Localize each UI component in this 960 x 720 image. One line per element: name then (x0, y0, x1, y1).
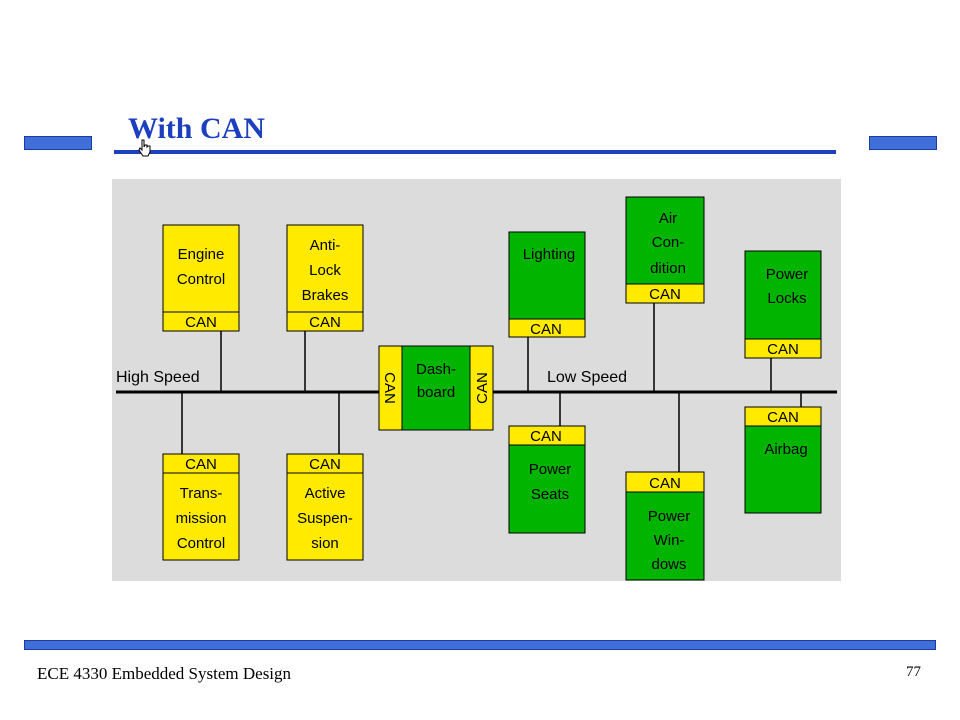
dashboard-node (378, 345, 494, 431)
active-suspension-label-2: Suspen- (297, 510, 353, 527)
airbag-node (744, 406, 822, 514)
dashboard-low-speed-can-label: CAN (474, 372, 491, 404)
can-bus-diagram: High Speed Low Speed Engine Control CAN … (112, 179, 841, 581)
transmission-control-label-2: mission (176, 510, 227, 527)
power-locks-label-2: Locks (767, 290, 806, 307)
left-accent-bar (24, 136, 92, 150)
transmission-control-can-label: CAN (185, 456, 217, 473)
footer-rule (24, 640, 936, 650)
power-windows-node (625, 471, 705, 581)
slide-title: With CAN (128, 112, 265, 145)
dashboard-high-speed-can-label: CAN (381, 372, 398, 404)
anti-lock-brakes-can-label: CAN (309, 314, 341, 331)
page-number: 77 (906, 664, 921, 680)
anti-lock-brakes-label-1: Anti- (310, 237, 341, 254)
transmission-control-node (162, 453, 240, 561)
anti-lock-brakes-node (286, 224, 364, 332)
air-condition-label-1: Air (659, 210, 677, 227)
active-suspension-label-3: sion (311, 535, 339, 552)
air-condition-node (625, 196, 705, 304)
power-locks-label-1: Power (766, 266, 809, 283)
power-locks-can-label: CAN (767, 341, 799, 358)
lighting-node (508, 231, 586, 338)
power-seats-label-2: Seats (531, 486, 569, 503)
engine-control-label-1: Engine (178, 246, 225, 263)
anti-lock-brakes-label-3: Brakes (302, 287, 349, 304)
airbag-can-label: CAN (767, 409, 799, 426)
power-seats-can-label: CAN (530, 428, 562, 445)
airbag-label-1: Airbag (764, 441, 807, 458)
air-condition-can-label: CAN (649, 286, 681, 303)
low-speed-label: Low Speed (547, 369, 627, 386)
power-windows-label-1: Power (648, 508, 691, 525)
engine-control-label-2: Control (177, 271, 225, 288)
active-suspension-can-label: CAN (309, 456, 341, 473)
transmission-control-label-3: Control (177, 535, 225, 552)
power-seats-label-1: Power (529, 461, 572, 478)
active-suspension-node (286, 453, 364, 561)
hand-cursor-icon (138, 139, 151, 157)
lighting-label-1: Lighting (523, 246, 576, 263)
bus-connectors (181, 303, 802, 472)
dashboard-label-2: board (417, 384, 455, 401)
high-speed-label: High Speed (116, 369, 200, 386)
power-locks-node (744, 250, 822, 359)
lighting-can-label: CAN (530, 321, 562, 338)
title-underline (114, 150, 836, 154)
anti-lock-brakes-label-2: Lock (309, 262, 341, 279)
transmission-control-label-1: Trans- (180, 485, 223, 502)
dashboard-label-1: Dash- (416, 361, 456, 378)
air-condition-label-3: dition (650, 260, 686, 277)
right-accent-bar (869, 136, 937, 150)
active-suspension-label-1: Active (305, 485, 346, 502)
power-windows-can-label: CAN (649, 475, 681, 492)
power-windows-label-3: dows (651, 556, 686, 573)
air-condition-label-2: Con- (652, 234, 685, 251)
power-windows-label-2: Win- (654, 532, 685, 549)
engine-control-node (162, 224, 240, 332)
course-footer: ECE 4330 Embedded System Design (37, 664, 292, 683)
power-seats-node (508, 425, 586, 534)
engine-control-can-label: CAN (185, 314, 217, 331)
